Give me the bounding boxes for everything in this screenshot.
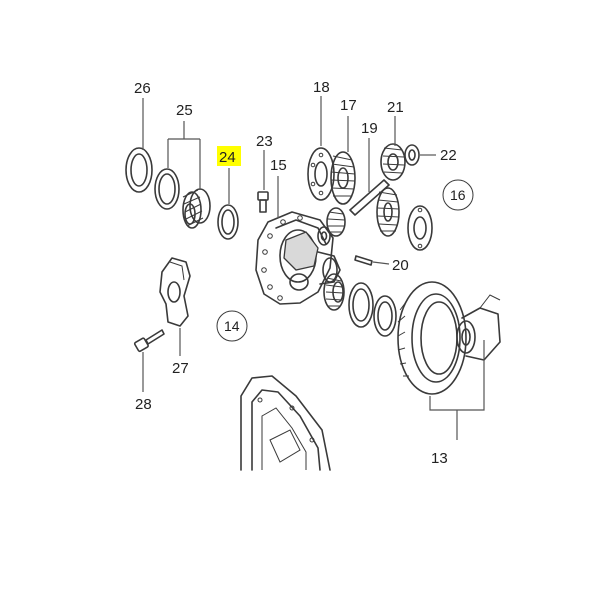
callout-27: 27 (172, 360, 189, 377)
part-carrier-bearing-right (323, 273, 397, 337)
part-20-pin (354, 255, 373, 266)
callout-22: 22 (440, 147, 457, 164)
callout-13: 13 (431, 450, 448, 467)
part-28-bolt (133, 329, 165, 353)
part-22-washer (404, 144, 420, 166)
callout-15: 15 (270, 157, 287, 174)
part-13-ring-and-pinion (397, 281, 501, 395)
callout-17: 17 (340, 97, 357, 114)
part-side-gear-right (376, 187, 433, 251)
callout-21: 21 (387, 99, 404, 116)
part-17-side-gear (330, 151, 356, 205)
callout-26: 26 (134, 80, 151, 97)
leader-25 (167, 121, 201, 190)
part-axle-housing (240, 375, 331, 471)
part-23-bolt (257, 191, 269, 213)
part-21-pinion-gear (380, 143, 406, 181)
callout-16: 16 (450, 187, 466, 203)
callout-24-highlight (217, 146, 241, 166)
callout-20: 20 (392, 257, 409, 274)
part-pinion-gear-left (317, 207, 346, 246)
part-27-bearing-cap (159, 257, 191, 327)
callout-18: 18 (313, 79, 330, 96)
part-18-thrust-washer (307, 147, 335, 201)
leader-13 (429, 340, 485, 440)
callout-23: 23 (256, 133, 273, 150)
callout-14: 14 (224, 318, 240, 334)
callout-25: 25 (176, 102, 193, 119)
callout-24: 24 (219, 149, 236, 166)
callout-28: 28 (135, 396, 152, 413)
part-16-label-circle (442, 179, 474, 211)
callout-19: 19 (361, 120, 378, 137)
leader-20 (372, 261, 390, 265)
part-19-pinion-shaft (349, 179, 390, 216)
part-14-label-circle (216, 310, 248, 342)
part-24-shim (217, 204, 239, 240)
part-26-seal (125, 147, 153, 193)
part-25-bearing (154, 168, 211, 229)
